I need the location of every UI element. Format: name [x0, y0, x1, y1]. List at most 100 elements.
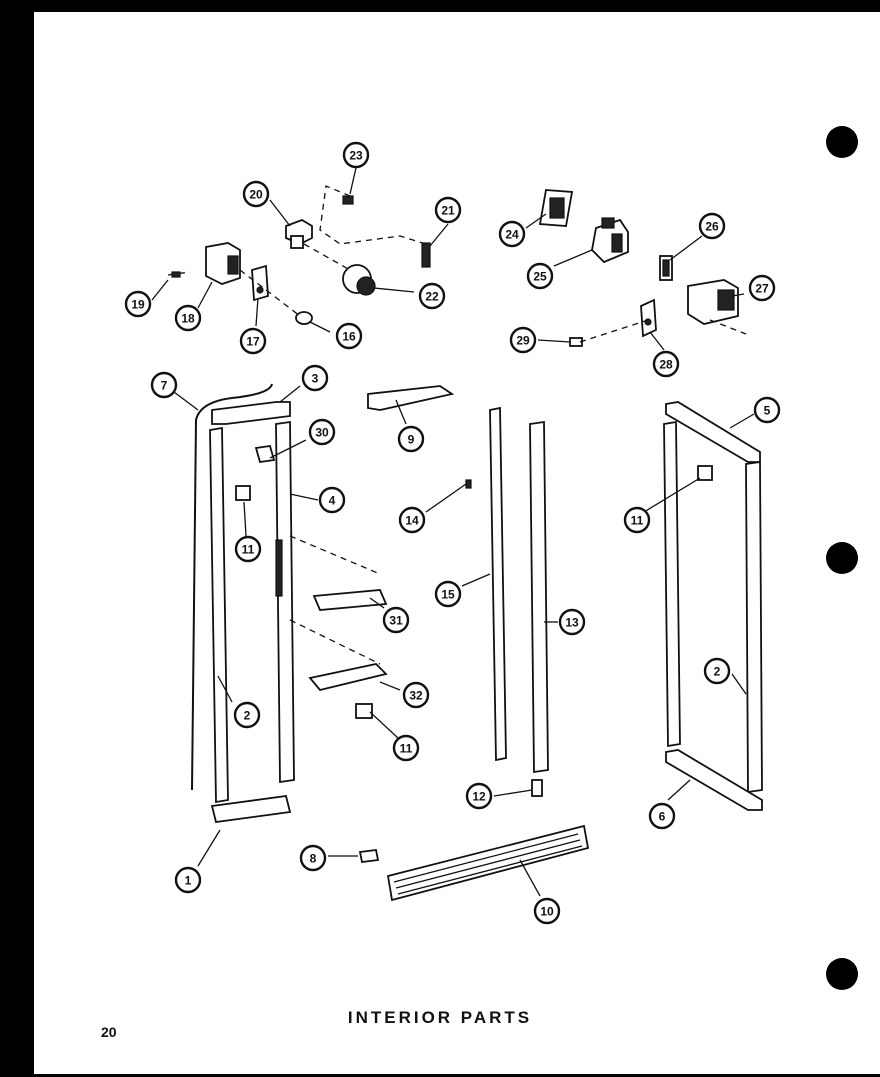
- part-19-screw: [167, 271, 191, 278]
- callout-23: 23: [342, 141, 370, 169]
- callout-5: 5: [753, 396, 781, 424]
- part-2-right-breaker-rear: [745, 460, 763, 794]
- callout-number: 2: [714, 665, 721, 679]
- callout-number: 26: [705, 220, 719, 234]
- callout-circle: [242, 180, 270, 208]
- part-4-divider: [275, 420, 295, 784]
- binder-hole-top: [826, 126, 858, 158]
- callout-circle: [753, 396, 781, 424]
- callout-circle: [299, 844, 327, 872]
- callout-number: 19: [131, 298, 145, 312]
- callout-20: 20: [242, 180, 270, 208]
- part-25-switch-assembly: [591, 217, 629, 264]
- callout-30: 30: [308, 418, 336, 446]
- callout-circle: [648, 802, 676, 830]
- part-8-clip: [358, 849, 380, 863]
- binder-hole-bottom: [826, 958, 858, 990]
- callout-number: 23: [349, 149, 363, 163]
- callout-number: 13: [565, 616, 579, 630]
- callout-19: 19: [124, 290, 152, 318]
- callout-number: 8: [310, 852, 317, 866]
- callout-circle: [434, 580, 462, 608]
- part-18-thermostat-housing: [205, 242, 241, 285]
- callout-circle: [124, 290, 152, 318]
- part-9-block: [367, 385, 455, 411]
- callout-circle: [392, 734, 420, 762]
- callout-8: 8: [299, 844, 327, 872]
- callout-number: 31: [389, 614, 403, 628]
- callout-circle: [509, 326, 537, 354]
- callout-circle: [382, 606, 410, 634]
- callout-number: 11: [400, 742, 413, 756]
- callout-circle: [652, 350, 680, 378]
- callout-circle: [402, 681, 430, 709]
- callout-number: 6: [659, 810, 666, 824]
- part-20-bracket: [285, 219, 313, 249]
- part-11-clip-right: [697, 465, 713, 481]
- callout-3: 3: [301, 364, 329, 392]
- callout-17: 17: [239, 327, 267, 355]
- callout-circle: [418, 282, 446, 310]
- callout-25: 25: [526, 262, 554, 290]
- part-28-plate: [640, 298, 657, 338]
- callout-22: 22: [418, 282, 446, 310]
- part-17-plate: [251, 264, 269, 302]
- part-27-housing: [687, 279, 739, 325]
- callout-11: 11: [623, 506, 651, 534]
- callout-circle: [397, 425, 425, 453]
- callout-11: 11: [392, 734, 420, 762]
- callout-number: 1: [185, 874, 192, 888]
- part-21-spring: [421, 242, 431, 268]
- callout-12: 12: [465, 782, 493, 810]
- callout-circle: [703, 657, 731, 685]
- callout-circle: [150, 371, 178, 399]
- binder-hole-middle: [826, 542, 858, 574]
- leader-lines: [151, 167, 755, 897]
- callout-circle: [318, 486, 346, 514]
- callout-15: 15: [434, 580, 462, 608]
- part-13-strip: [529, 420, 549, 774]
- part-16-clip: [295, 311, 313, 325]
- callout-number: 29: [516, 334, 530, 348]
- part-11-clip-middle: [355, 703, 373, 719]
- callout-4: 4: [318, 486, 346, 514]
- callout-circle: [498, 220, 526, 248]
- callout-circle: [239, 327, 267, 355]
- part-1-bottom-channel: [210, 795, 292, 823]
- callout-26: 26: [698, 212, 726, 240]
- callout-number: 24: [505, 228, 519, 242]
- callout-number: 5: [764, 404, 771, 418]
- callout-circle: [558, 608, 586, 636]
- callout-1: 1: [174, 866, 202, 894]
- callout-27: 27: [748, 274, 776, 302]
- callout-number: 2: [244, 709, 251, 723]
- callout-number: 27: [755, 282, 769, 296]
- callout-number: 4: [329, 494, 336, 508]
- callout-circle: [434, 196, 462, 224]
- callout-number: 21: [441, 204, 455, 218]
- part-30-clip: [254, 444, 276, 464]
- callout-2: 2: [703, 657, 731, 685]
- callout-circle: [308, 418, 336, 446]
- diagram-sheet: [34, 12, 880, 1074]
- callout-number: 17: [246, 335, 260, 349]
- callout-13: 13: [558, 608, 586, 636]
- callout-circle: [398, 506, 426, 534]
- assembly-lines: [239, 185, 747, 665]
- callout-number: 9: [408, 433, 415, 447]
- callout-18: 18: [174, 304, 202, 332]
- callout-number: 11: [242, 543, 255, 557]
- callout-31: 31: [382, 606, 410, 634]
- callout-number: 30: [315, 426, 329, 440]
- callout-circle: [748, 274, 776, 302]
- callout-number: 16: [342, 330, 356, 344]
- part-2-right-breaker-front: [663, 420, 681, 748]
- callout-number: 22: [425, 290, 439, 304]
- callout-number: 3: [312, 372, 319, 386]
- callout-number: 7: [161, 379, 168, 393]
- part-15-rail: [489, 406, 507, 762]
- callout-circle: [465, 782, 493, 810]
- callout-circle: [533, 897, 561, 925]
